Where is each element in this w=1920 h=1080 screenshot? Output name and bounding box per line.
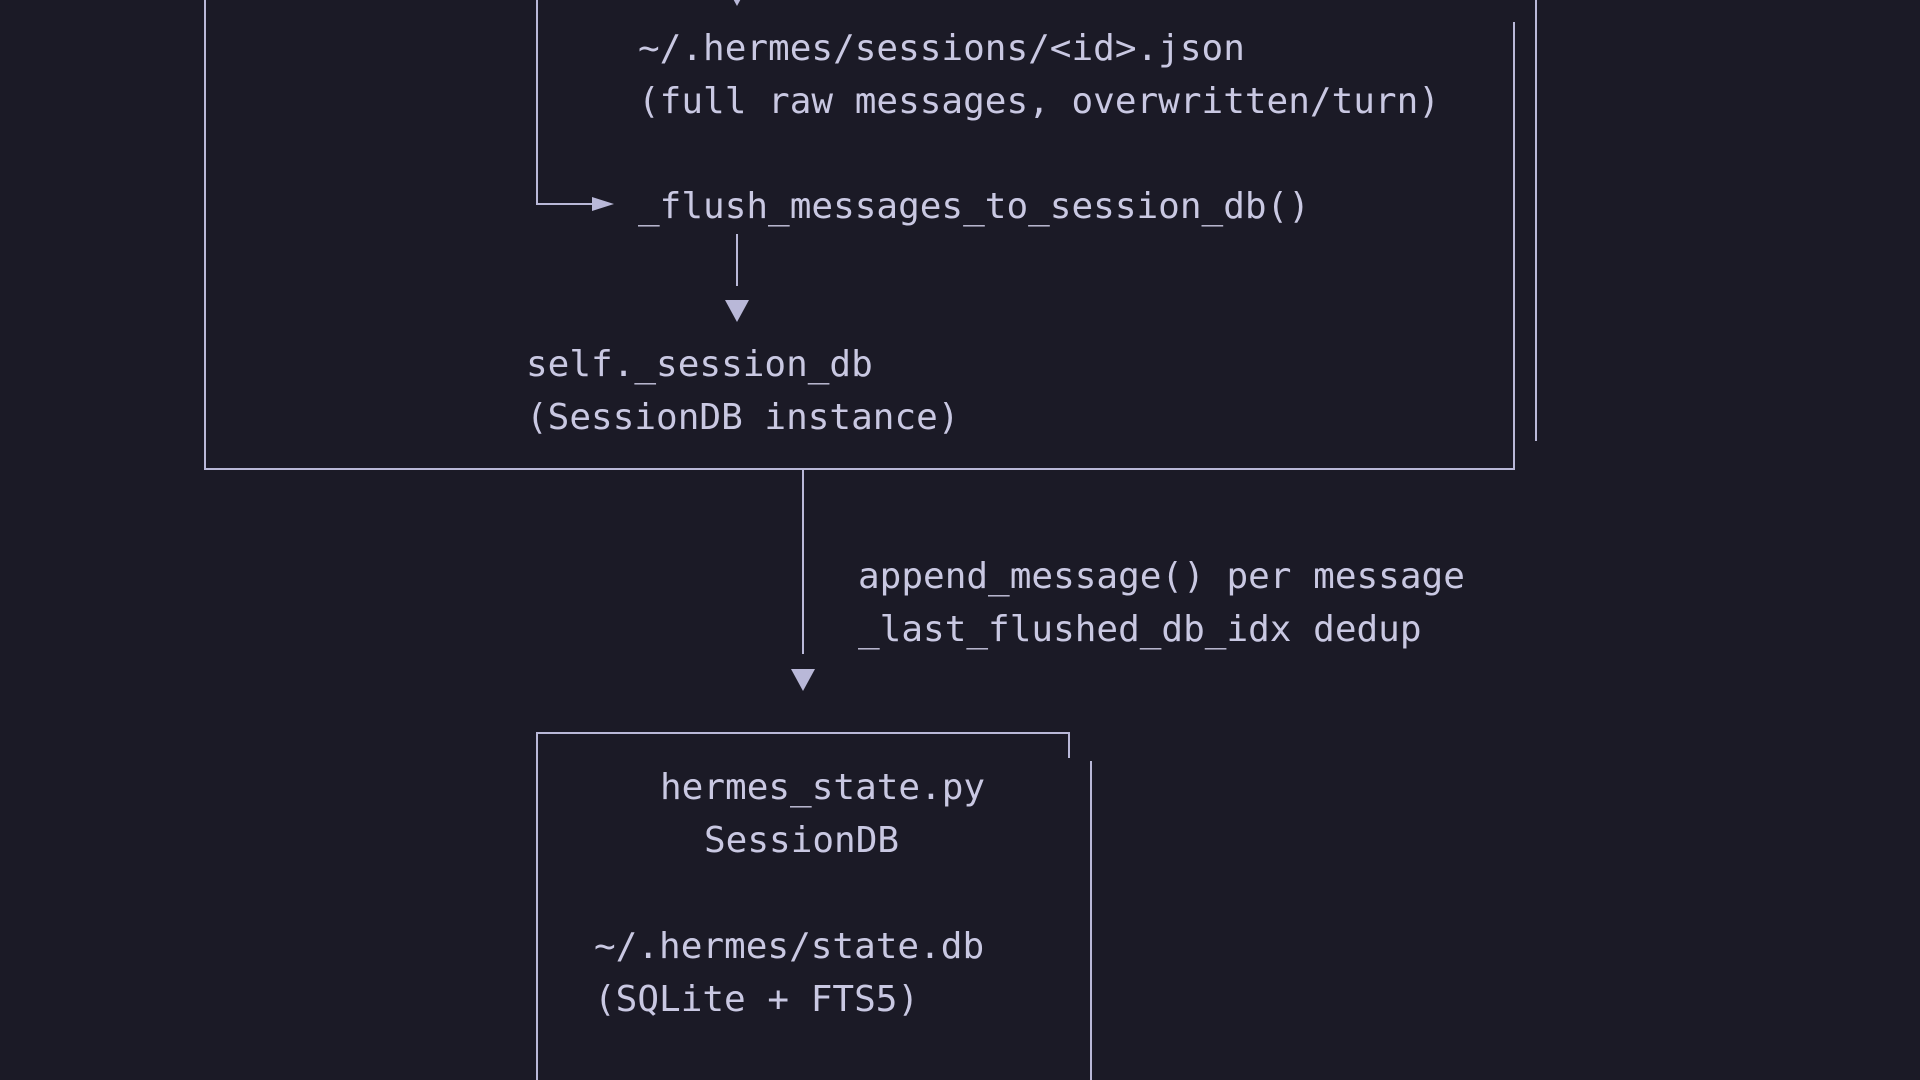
arrow-down-icon [791, 669, 815, 691]
state-box-right-border [1068, 732, 1070, 758]
branch-connector-horizontal [536, 203, 592, 205]
branch-connector-vertical [536, 0, 538, 205]
arrow-down-icon [725, 300, 749, 322]
arrow-right-icon [592, 197, 614, 211]
flush-arrow-shaft [736, 234, 738, 286]
session-db-attr-name: self._session_db [526, 344, 873, 385]
edge-label-line1: append_message() per message [858, 556, 1465, 597]
arrow-down-icon [725, 0, 749, 6]
append-arrow-shaft [802, 470, 804, 654]
outer-box-right-border [1513, 22, 1515, 470]
outer-box-left-border [204, 0, 206, 470]
state-box-top-border [536, 732, 1070, 734]
session-file-path: ~/.hermes/sessions/<id>.json [638, 28, 1245, 69]
state-box-shadow-edge [1090, 761, 1092, 1080]
session-db-attr-note: (SessionDB instance) [526, 397, 960, 438]
state-box-db-path: ~/.hermes/state.db [594, 926, 985, 967]
outer-box-shadow-edge [1535, 0, 1537, 441]
state-box-class: SessionDB [704, 820, 900, 861]
state-box-left-border [536, 732, 538, 1080]
state-box-engine: (SQLite + FTS5) [594, 979, 920, 1020]
outer-box-bottom-border [204, 468, 1515, 470]
state-box-file: hermes_state.py [660, 767, 986, 808]
session-file-note: (full raw messages, overwritten/turn) [638, 81, 1440, 122]
edge-label-line2: _last_flushed_db_idx dedup [858, 609, 1422, 650]
flush-call-label: _flush_messages_to_session_db() [638, 186, 1310, 227]
